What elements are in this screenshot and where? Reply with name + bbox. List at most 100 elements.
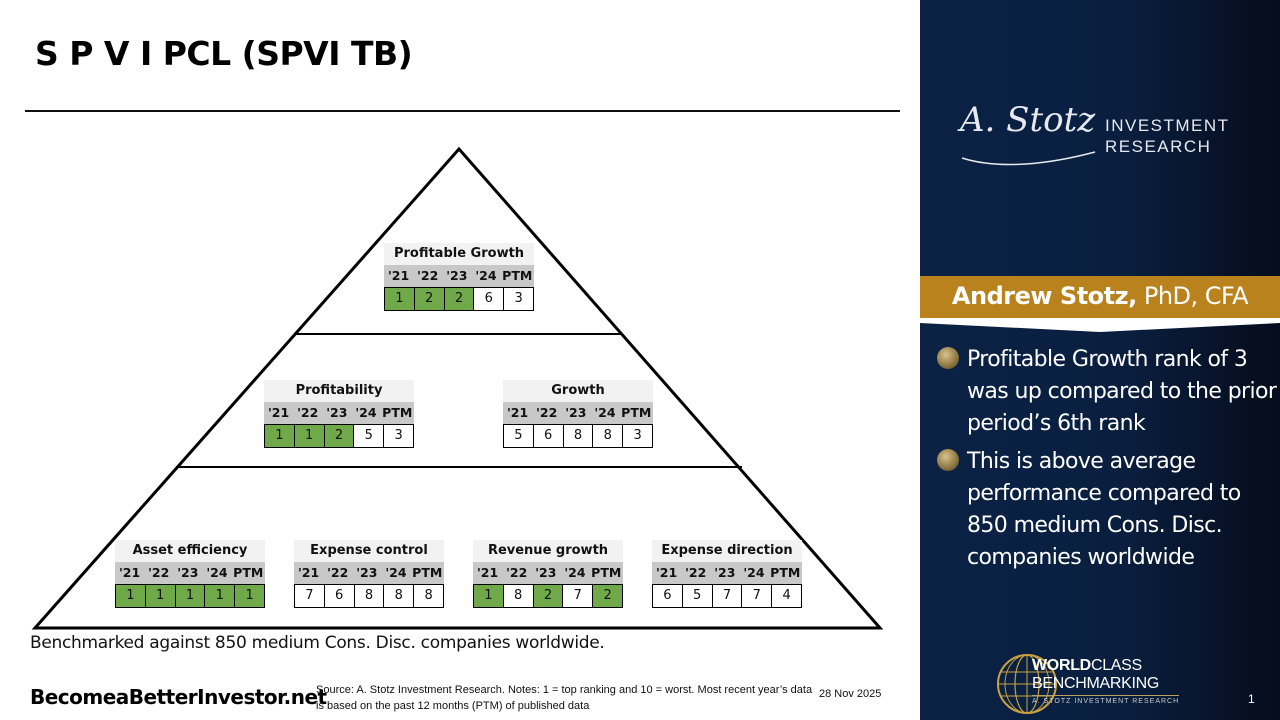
wcb-tagline: A. STOTZ INVESTMENT RESEARCH: [1032, 695, 1180, 705]
rank-cell: 8: [384, 585, 415, 607]
year-header: '24: [564, 565, 586, 580]
rank-cell: 8: [354, 585, 385, 607]
rank-table-growth: Growth '21 '22 '23 '24 PTM 5 6 8 8 3: [503, 380, 653, 448]
rank-cell: 7: [712, 585, 743, 607]
year-header: '24: [475, 268, 497, 283]
rank-cell: 1: [265, 425, 295, 447]
wcb-bold: WORLD: [1032, 657, 1091, 674]
year-header-row: '21 '22 '23 '24 PTM: [652, 562, 802, 584]
rank-table-expense-direction: Expense direction '21 '22 '23 '24 PTM 6 …: [652, 540, 802, 608]
rank-cell: 2: [593, 585, 623, 607]
rank-cell: 7: [742, 585, 773, 607]
year-header: '23: [535, 565, 557, 580]
year-header: '22: [148, 565, 170, 580]
commentary-text: This is above average performance compar…: [967, 449, 1241, 570]
rank-table-expense-control: Expense control '21 '22 '23 '24 PTM 7 6 …: [294, 540, 444, 608]
rank-values-row: 7 6 8 8 8: [294, 584, 444, 608]
benchmark-note: Benchmarked against 850 medium Cons. Dis…: [30, 633, 605, 653]
rank-table-title: Profitable Growth: [384, 243, 534, 265]
year-header: '21: [655, 565, 678, 580]
commentary-item: This is above average performance compar…: [937, 446, 1277, 574]
pyramid-diagram: [31, 146, 884, 630]
commentary-list: Profitable Growth rank of 3 was up compa…: [937, 344, 1277, 580]
rank-values-row: 1 1 2 5 3: [264, 424, 414, 448]
rank-cell: 3: [623, 425, 653, 447]
year-header: PTM: [770, 565, 801, 580]
logo-line-2: RESEARCH: [1105, 137, 1212, 156]
year-header: PTM: [233, 565, 264, 580]
rank-values-row: 1 8 2 7 2: [473, 584, 623, 608]
rank-values-row: 1 1 1 1 1: [115, 584, 265, 608]
wcb-line-2: BENCHMARKING: [1032, 675, 1160, 692]
year-header-row: '21 '22 '23 '24 PTM: [294, 562, 444, 584]
rank-values-row: 6 5 7 7 4: [652, 584, 802, 608]
rank-cell: 3: [504, 288, 534, 310]
year-header-row: '21 '22 '23 '24 PTM: [115, 562, 265, 584]
year-header: '23: [565, 405, 587, 420]
year-header-row: '21 '22 '23 '24 PTM: [384, 265, 534, 287]
author-name: Andrew Stotz,: [951, 282, 1137, 310]
website-link[interactable]: BecomeaBetterInvestor.net: [30, 685, 327, 709]
rank-values-row: 5 6 8 8 3: [503, 424, 653, 448]
author-credentials: PhD, CFA: [1143, 282, 1249, 310]
year-header: '24: [743, 565, 765, 580]
page-title: S P V I PCL (SPVI TB): [35, 34, 413, 73]
year-header: '24: [385, 565, 407, 580]
year-header: '23: [446, 268, 468, 283]
rank-cell: 5: [354, 425, 385, 447]
year-header: '22: [327, 565, 349, 580]
author-banner: Andrew Stotz, PhD, CFA: [920, 276, 1280, 320]
year-header: '24: [206, 565, 228, 580]
year-header-row: '21 '22 '23 '24 PTM: [264, 402, 414, 424]
year-header: PTM: [502, 268, 533, 283]
stotz-logo-script: A. Stotz: [960, 100, 1096, 140]
year-header: '23: [714, 565, 736, 580]
year-header: '22: [417, 268, 439, 283]
globe-bullet-icon: [937, 347, 959, 369]
rank-cell: 3: [384, 425, 414, 447]
rank-table-title: Growth: [503, 380, 653, 402]
rank-cell: 7: [563, 585, 594, 607]
logo-line-1: INVESTMENT: [1105, 116, 1230, 135]
author-banner-text: Andrew Stotz, PhD, CFA: [920, 282, 1280, 310]
sidebar-panel: A. Stotz INVESTMENT RESEARCH Andrew Stot…: [920, 0, 1280, 720]
rank-cell: 6: [324, 585, 355, 607]
rank-values-row: 1 2 2 6 3: [384, 287, 534, 311]
year-header: '21: [297, 565, 320, 580]
rank-table-title: Asset efficiency: [115, 540, 265, 562]
year-header: '21: [118, 565, 141, 580]
year-header: PTM: [621, 405, 652, 420]
rank-table-title: Expense control: [294, 540, 444, 562]
rank-table-profitable-growth: Profitable Growth '21 '22 '23 '24 PTM 1 …: [384, 243, 534, 311]
pyramid-outline: [31, 146, 884, 630]
year-header: '22: [685, 565, 707, 580]
year-header: PTM: [412, 565, 443, 580]
rank-cell: 1: [474, 585, 504, 607]
rank-table-asset-efficiency: Asset efficiency '21 '22 '23 '24 PTM 1 1…: [115, 540, 265, 608]
rank-cell: 7: [295, 585, 325, 607]
year-header-row: '21 '22 '23 '24 PTM: [473, 562, 623, 584]
year-header: '21: [506, 405, 529, 420]
globe-logo-icon: [997, 654, 1057, 714]
commentary-text: Profitable Growth rank of 3 was up compa…: [967, 347, 1277, 436]
rank-cell: 1: [385, 288, 415, 310]
year-header: '24: [355, 405, 377, 420]
stotz-logo-text: INVESTMENT RESEARCH: [1105, 115, 1230, 157]
rank-cell: 6: [474, 288, 505, 310]
rank-table-title: Revenue growth: [473, 540, 623, 562]
rank-table-profitability: Profitability '21 '22 '23 '24 PTM 1 1 2 …: [264, 380, 414, 448]
rank-cell: 8: [563, 425, 594, 447]
year-header: '22: [506, 565, 528, 580]
rank-cell: 6: [533, 425, 564, 447]
worldclass-logo-text: WORLDCLASS BENCHMARKING A. STOTZ INVESTM…: [1032, 657, 1180, 705]
year-header: '23: [326, 405, 348, 420]
rank-cell: 6: [653, 585, 683, 607]
rank-cell: 1: [175, 585, 206, 607]
rank-cell: 2: [324, 425, 355, 447]
rank-cell: 2: [444, 288, 475, 310]
year-header: '24: [594, 405, 616, 420]
rank-cell: 4: [772, 585, 802, 607]
logo-swash-icon: [961, 151, 1096, 166]
year-header-row: '21 '22 '23 '24 PTM: [503, 402, 653, 424]
commentary-item: Profitable Growth rank of 3 was up compa…: [937, 344, 1277, 440]
